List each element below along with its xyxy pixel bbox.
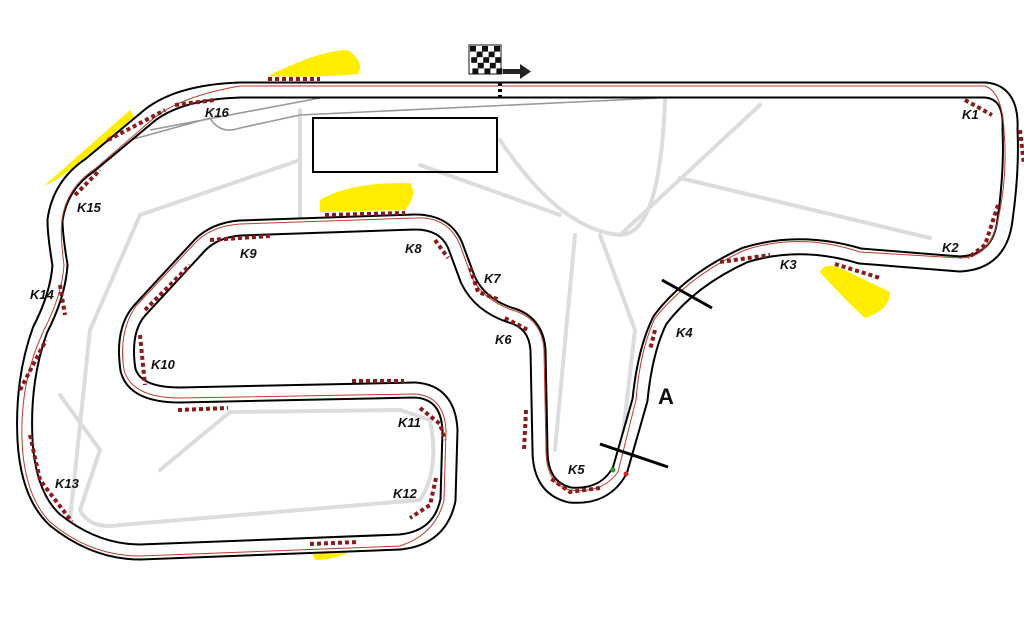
sector-line [599,442,669,469]
corner-label-k16: K16 [205,105,230,120]
corner-label-k14: K14 [30,287,55,302]
service-road [58,393,436,528]
service-road [678,176,932,240]
service-road [418,163,562,217]
kerb [504,316,529,332]
racing-line [21,85,1006,557]
service-road [598,233,638,462]
corner-label-k8: K8 [405,241,422,256]
service-road [553,233,577,452]
kerb [107,108,166,142]
service-road [618,103,762,237]
kerb [966,204,1000,260]
corner-label-k1: K1 [962,107,979,122]
kerb [138,334,147,386]
checkered-flag-icon [468,44,503,75]
kerb [408,477,438,520]
corner-label-k4: K4 [676,325,693,340]
kerb [648,329,657,351]
kerb [177,406,229,412]
kerb [209,234,271,242]
track-surface [18,83,1017,559]
service-road [68,158,302,522]
sector-line [661,278,713,310]
corner-label-k10: K10 [151,357,176,372]
corner-label-k12: K12 [393,486,418,501]
corner-label-k7: K7 [484,271,501,286]
corner-label-k9: K9 [240,246,257,261]
corner-label-k11: K11 [398,415,421,430]
kerb [468,267,501,302]
kerb [418,406,447,441]
kerb [73,168,102,197]
kerb [719,253,771,264]
corner-label-k3: K3 [780,257,797,272]
corner-label-k2: K2 [942,240,959,255]
corner-label-k5: K5 [568,462,585,477]
kerb [834,262,881,280]
kerb [324,211,406,217]
kerbs [18,77,1024,546]
kerb [433,238,450,260]
kerb [964,98,993,117]
arrow-right-icon [503,64,531,79]
kerb [28,434,74,524]
kerb [58,284,67,316]
runoff-area [268,50,361,77]
kerb [309,540,359,546]
corner-label-k13: K13 [55,476,80,491]
runoff-area [320,182,414,212]
kerb [522,409,528,451]
red-marker [623,471,629,477]
kerb [548,476,601,495]
corner-label-k6: K6 [495,332,512,347]
runoff-area [820,265,890,318]
green-marker [610,467,616,473]
corner-label-k15: K15 [77,200,102,215]
paddock-outline [312,117,498,173]
kerb [1018,129,1024,166]
section-label: A [658,384,674,409]
kerb [143,263,192,312]
runoff-area [45,110,134,185]
kerb [18,339,48,391]
service-roads [58,98,932,528]
pit-lane [129,97,661,141]
start-finish-line [498,83,502,97]
